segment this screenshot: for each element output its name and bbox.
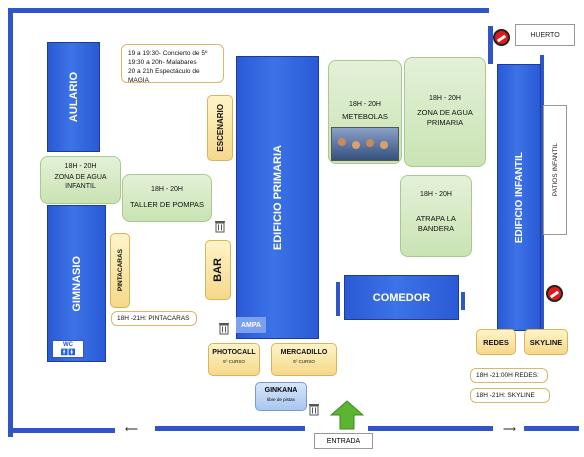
metebolas-image: [331, 127, 399, 161]
bar-stand: BAR: [205, 240, 231, 300]
escenario-label: ESCENARIO: [215, 104, 225, 152]
schedule-note: 19 a 19:30- Concierto de 5º 19:30 a 20h-…: [121, 44, 224, 84]
bar-label: BAR: [212, 258, 224, 282]
zona-agua-infantil: 18H - 20H ZONA DE AGUA INFANTIL: [40, 156, 121, 204]
mercadillo-booth: MERCADILLO 5º CURSO: [271, 343, 337, 376]
huerto-area: HUERTO: [515, 24, 575, 46]
wall-bottom-mid: [155, 426, 305, 431]
activity-label: ZONA DE AGUA INFANTIL: [54, 174, 107, 190]
comedor-wall: [461, 292, 465, 310]
skyline-time: 18H -21H: SKYLINE: [476, 392, 535, 399]
redes-time: 18H -21:00H REDES:: [476, 372, 539, 379]
schedule-line: 19:30 a 20h- Malabares: [128, 59, 197, 66]
no-entry-icon: [493, 29, 510, 46]
entrance-arrow-icon: [330, 400, 364, 430]
zona-agua-primaria: 18H - 20H ZONA DE AGUA PRIMARIA: [404, 57, 486, 167]
wall-top: [8, 8, 489, 13]
building-aulario: AULARIO: [47, 42, 100, 152]
activity-time: 18H - 20H: [420, 191, 452, 198]
ginkana-label: GINKANA: [264, 387, 298, 394]
gate-arrow-right: ⟶: [503, 424, 516, 434]
comedor-label: COMEDOR: [372, 291, 431, 304]
gimnasio-label: GIMNASIO: [70, 255, 83, 312]
no-entry-icon: [546, 285, 563, 302]
trash-bin-icon: [309, 404, 319, 416]
skyline-booth: SKYLINE: [524, 329, 568, 355]
pintacaras-time-note: 18H -21H: PINTACARAS: [111, 311, 197, 326]
building-edificio-primaria: EDIFICIO PRIMARIA: [236, 56, 319, 339]
mercadillo-label: MERCADILLO: [280, 349, 328, 356]
wc-icon: 🚹🚺: [60, 350, 76, 356]
skyline-time-note: 18H -21H: SKYLINE: [470, 388, 550, 403]
pintacaras-booth: PINTACARAS: [110, 233, 130, 308]
activity-time: 18H - 20H: [429, 95, 461, 102]
building-comedor: COMEDOR: [344, 275, 459, 320]
wall-left: [8, 8, 13, 437]
activity-time: 18H - 20H: [64, 163, 97, 170]
taller-pompas: 18H - 20H TALLER DE POMPAS: [122, 174, 212, 222]
wall-bottom-far-right: [524, 426, 579, 431]
wall-top-right: [488, 26, 493, 64]
building-edificio-infantil: EDIFICIO INFANTIL: [497, 64, 541, 331]
aulario-label: AULARIO: [67, 71, 80, 123]
wall-bottom-right: [368, 426, 493, 431]
trash-bin-icon: [215, 221, 225, 233]
activity-time: 18H - 20H: [349, 101, 381, 108]
entrada-label: ENTRADA: [326, 437, 361, 445]
atrapa-la-bandera: 18H - 20H ATRAPA LA BANDERA: [400, 175, 472, 257]
redes-time-note: 18H -21:00H REDES:: [470, 368, 548, 383]
schedule-line: 20 a 21h Espectáculo de MAGIA: [128, 68, 200, 84]
patios-infantil-area: PATIOS INFANTIL: [543, 105, 567, 235]
building-gimnasio: GIMNASIO: [47, 205, 106, 362]
mercadillo-sub: 5º CURSO: [293, 359, 315, 364]
wall-bottom-left: [10, 428, 115, 433]
photocall-label: PHOTOCALL: [212, 349, 256, 356]
edificio-primaria-label: EDIFICIO PRIMARIA: [271, 144, 284, 251]
wc-sign: WC 🚹🚺: [52, 340, 84, 358]
photocall-sub: 5º CURSO: [223, 359, 245, 364]
escenario-stage: ESCENARIO: [207, 95, 233, 161]
comedor-wall: [336, 282, 340, 316]
photocall-booth: PHOTOCALL 5º CURSO: [208, 343, 260, 376]
wc-label: WC: [63, 342, 73, 348]
ginkana-sub: libre de pistas: [267, 397, 295, 402]
redes-label: REDES: [483, 337, 509, 347]
activity-label: TALLER DE POMPAS: [130, 200, 204, 209]
patios-infantil-label: PATIOS INFANTIL: [551, 143, 559, 197]
ampa-room: AMPA: [236, 317, 266, 333]
pintacaras-label: PINTACARAS: [116, 249, 124, 292]
trash-bin-icon: [219, 323, 229, 335]
redes-booth: REDES: [476, 329, 516, 355]
skyline-label: SKYLINE: [529, 337, 563, 347]
wall-right: [540, 55, 544, 331]
ampa-label: AMPA: [240, 321, 262, 329]
metebolas: 18H - 20H METEBOLAS: [328, 60, 402, 164]
activity-label: ATRAPA LA BANDERA: [416, 214, 456, 233]
activity-label: METEBOLAS: [342, 112, 388, 121]
pintacaras-time: 18H -21H: PINTACARAS: [117, 315, 190, 322]
activity-label: ZONA DE AGUA PRIMARIA: [417, 108, 473, 127]
huerto-label: HUERTO: [530, 31, 560, 39]
ginkana-booth: GINKANA libre de pistas: [255, 382, 307, 411]
schedule-line: 19 a 19:30- Concierto de 5º: [128, 50, 208, 57]
edificio-infantil-label: EDIFICIO INFANTIL: [513, 151, 525, 244]
gate-arrow-left: ⟵: [125, 424, 138, 434]
entrada-sign: ENTRADA: [314, 433, 373, 449]
activity-time: 18H - 20H: [151, 186, 183, 193]
